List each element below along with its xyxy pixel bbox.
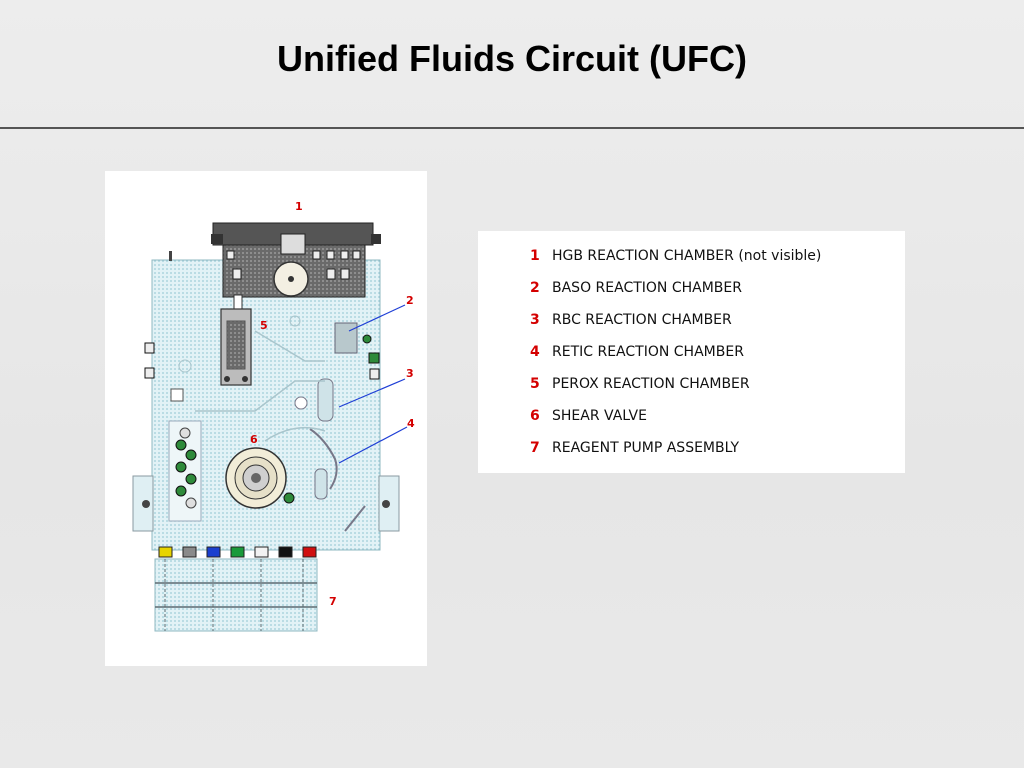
left-bracket-screw xyxy=(142,500,150,508)
retic-chamber xyxy=(309,428,338,490)
legend-number: 2 xyxy=(530,280,540,296)
legend-item-5: 5 PEROX REACTION CHAMBER xyxy=(530,373,750,395)
callout-3: 3 xyxy=(406,367,414,380)
callout-7: 7 xyxy=(329,595,337,608)
legend-number: 4 xyxy=(530,344,540,360)
legend-item-2: 2 BASO REACTION CHAMBER xyxy=(530,277,742,299)
ufc-diagram-illustration: 1 2 3 4 5 6 7 xyxy=(132,200,415,632)
legend-number: 7 xyxy=(530,440,540,456)
legend-label: SHEAR VALVE xyxy=(552,408,647,424)
callout-4: 4 xyxy=(407,417,415,430)
shear-valve xyxy=(225,447,287,509)
leader-lines xyxy=(338,304,408,464)
legend-number: 5 xyxy=(530,376,540,392)
legend-number: 3 xyxy=(530,312,540,328)
legend-item-4: 4 RETIC REACTION CHAMBER xyxy=(530,341,744,363)
legend-item-6: 6 SHEAR VALVE xyxy=(530,405,647,427)
legend-label: PEROX REACTION CHAMBER xyxy=(552,376,750,392)
right-bracket-screw xyxy=(382,500,390,508)
legend-number: 1 xyxy=(530,248,540,264)
slide-title: Unified Fluids Circuit (UFC) xyxy=(277,38,747,79)
legend-item-1: 1 HGB REACTION CHAMBER (not visible) xyxy=(530,245,821,267)
callout-1: 1 xyxy=(295,200,303,213)
reagent-fittings xyxy=(158,546,317,558)
baso-chamber xyxy=(334,322,358,354)
rbc-chamber xyxy=(317,378,334,422)
title-divider xyxy=(0,127,1024,129)
connector-tab-left xyxy=(211,234,223,244)
legend-label: RBC REACTION CHAMBER xyxy=(552,312,732,328)
reagent-pump-assembly xyxy=(154,558,318,632)
legend-number: 6 xyxy=(530,408,540,424)
legend-label: RETIC REACTION CHAMBER xyxy=(552,344,744,360)
legend-label: REAGENT PUMP ASSEMBLY xyxy=(552,440,740,456)
legend-label: HGB REACTION CHAMBER (not visible) xyxy=(552,248,822,264)
callout-5: 5 xyxy=(260,319,268,332)
callout-6: 6 xyxy=(250,433,258,446)
legend-panel: 1 HGB REACTION CHAMBER (not visible) 2 BAS… xyxy=(478,231,905,473)
legend-label: BASO REACTION CHAMBER xyxy=(552,280,742,296)
green-fittings xyxy=(175,427,197,509)
legend-item-3: 3 RBC REACTION CHAMBER xyxy=(530,309,732,331)
ufc-diagram: 1 2 3 4 5 6 7 xyxy=(105,171,427,666)
connector-tab-right xyxy=(371,234,381,244)
callout-2: 2 xyxy=(406,294,414,307)
legend-item-7: 7 REAGENT PUMP ASSEMBLY xyxy=(530,437,739,459)
